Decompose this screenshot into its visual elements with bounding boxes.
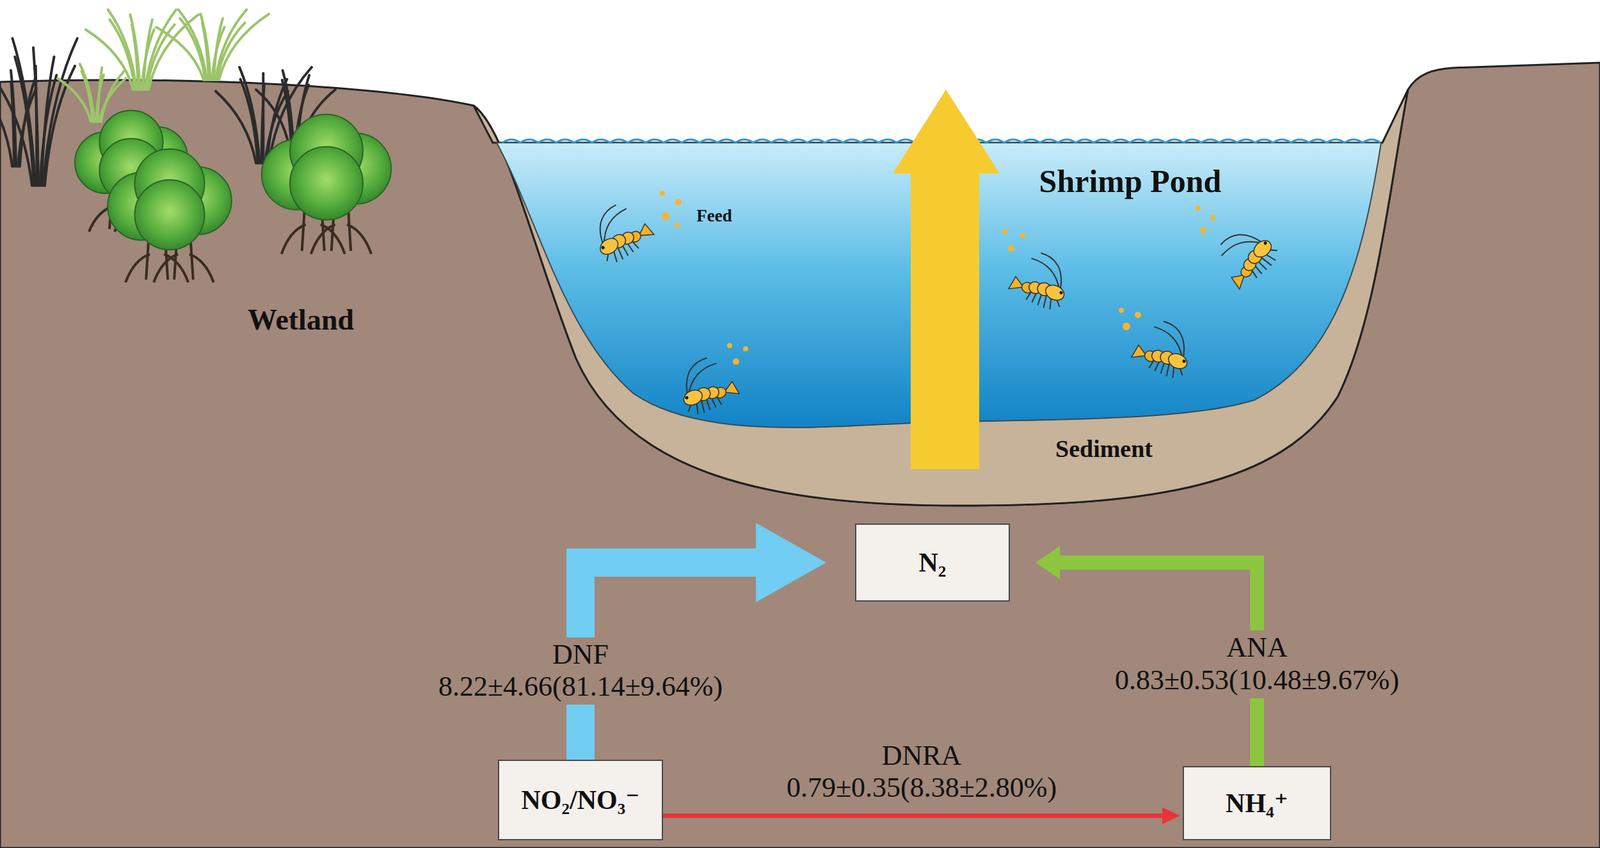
grass-blade xyxy=(129,14,140,90)
ground xyxy=(0,62,1600,848)
grass-blade xyxy=(10,70,16,167)
sediment-layer xyxy=(473,89,1408,506)
grass-blade xyxy=(19,76,36,167)
grass-blade xyxy=(0,94,13,168)
arrow-head xyxy=(755,522,827,603)
grass-blade xyxy=(256,89,290,148)
grass-blade xyxy=(44,65,75,186)
tree-canopy xyxy=(134,179,205,250)
grass-blade xyxy=(109,19,135,90)
grass-blade xyxy=(239,67,260,164)
species-name: NH₄⁺ xyxy=(1225,787,1289,819)
grass-blade xyxy=(215,9,248,80)
region-label: Wetland xyxy=(247,303,354,338)
grass-blade xyxy=(43,38,78,186)
process-line xyxy=(663,813,1164,818)
shrimp xyxy=(583,196,656,268)
shrimp xyxy=(1130,314,1200,383)
arrow-head xyxy=(1162,807,1181,825)
species-name: NO₂/NO₃⁻ xyxy=(520,784,640,816)
grass-blade xyxy=(261,72,265,164)
grass-blade xyxy=(80,64,95,122)
shrimp xyxy=(1209,218,1283,292)
process-rate-label: DNF 8.22±4.66(81.14±9.64%) xyxy=(432,637,729,705)
n2-flux-arrow xyxy=(892,89,1000,470)
species-name: N₂ xyxy=(919,547,947,578)
process-arrow xyxy=(663,807,1181,825)
process-rate-label: DNRA 0.79±0.35(8.38±2.80%) xyxy=(780,738,1064,806)
tree-canopy xyxy=(289,146,363,220)
grass-blade xyxy=(179,18,205,80)
process-rate-label: ANA 0.83±0.53(10.48±9.67%) xyxy=(1108,630,1406,698)
arrow-head xyxy=(1035,545,1060,580)
grass-blade xyxy=(145,9,177,90)
grass-blade xyxy=(200,14,210,80)
grass-blade xyxy=(33,47,39,186)
wetland-vegetation xyxy=(0,9,392,283)
species-box: NO₂/NO₃⁻ xyxy=(497,759,664,841)
grass-blade xyxy=(282,70,294,148)
species-box: NH₄⁺ xyxy=(1182,766,1332,841)
grass-blade xyxy=(85,29,134,90)
grass-blade xyxy=(156,27,204,81)
species-box: N₂ xyxy=(855,523,1010,602)
shrimp xyxy=(670,351,741,419)
grass-blade xyxy=(218,14,269,80)
region-label: Shrimp Pond xyxy=(1039,163,1222,201)
shrimp xyxy=(1007,246,1078,314)
feed-label: Feed xyxy=(696,206,732,226)
region-label: Sediment xyxy=(1055,435,1153,464)
